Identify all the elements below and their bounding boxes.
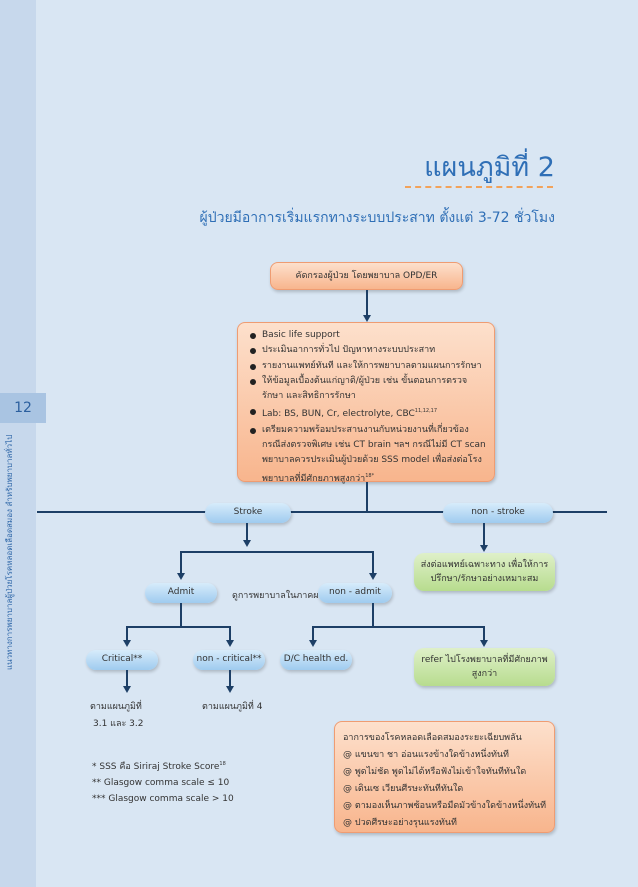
- footnote: * SSS คือ Siriraj Stroke Score18: [92, 761, 226, 772]
- dc-health-box: D/C health ed.: [280, 650, 352, 670]
- footnotes: * SSS คือ Siriraj Stroke Score18 ** Glas…: [92, 756, 234, 807]
- arrow-head: [226, 640, 234, 647]
- connector: [180, 603, 182, 627]
- non-critical-box: non - critical**: [193, 650, 265, 670]
- warning-item: @ พูดไม่ชัด พูดไม่ได้หรือฟังไม่เข้าใจทัน…: [343, 767, 527, 777]
- assessment-box: Basic life support ประเมินอาการทั่วไป ปั…: [237, 322, 495, 484]
- warning-item: @ ตามองเห็นภาพซ้อนหรือมืดมัวข้างใดข้างหน…: [343, 801, 547, 811]
- arrow-head: [123, 686, 131, 693]
- stroke-box: Stroke: [205, 503, 291, 523]
- non-stroke-box: non - stroke: [443, 503, 553, 523]
- connector: [366, 482, 368, 512]
- warning-item: @ แขนขา ชา อ่อนแรงข้างใดข้างหนึ่งทันที: [343, 750, 509, 760]
- connector: [246, 523, 248, 543]
- assessment-item: Lab: BS, BUN, Cr, electrolyte, CBC11,12,…: [248, 404, 486, 422]
- page-number: 12: [0, 393, 46, 423]
- care-note: ดูการพยาบาลในภาคผนวก: [232, 591, 336, 601]
- connector: [37, 511, 607, 513]
- arrow-head: [369, 573, 377, 580]
- connector: [483, 523, 485, 547]
- arrow-head: [243, 540, 251, 547]
- warning-item: @ ปวดศีรษะอย่างรุนแรงทันที: [343, 818, 457, 828]
- chart-4-ref: ตามแผนภูมิที่ 4: [202, 702, 263, 712]
- screening-box: คัดกรองผู้ป่วย โดยพยาบาล OPD/ER: [270, 262, 463, 290]
- footnote: *** Glasgow comma scale > 10: [92, 794, 234, 804]
- connector: [372, 603, 374, 627]
- admit-box: Admit: [145, 583, 217, 603]
- connector: [126, 670, 128, 688]
- screening-text: คัดกรองผู้ป่วย โดยพยาบาล OPD/ER: [295, 271, 438, 281]
- title-underline: [405, 186, 553, 188]
- connector: [366, 290, 368, 318]
- assessment-item: เตรียมความพร้อมประสานงานกับหน่วยงานที่เก…: [248, 423, 486, 487]
- page-side-strip: [0, 0, 36, 887]
- assessment-item: รายงานแพทย์ทันที และให้การพยาบาลตามแผนกา…: [248, 359, 486, 374]
- connector: [229, 626, 231, 642]
- chart-subtitle: ผู้ป่วยมีอาการเริ่มแรกทางระบบประสาท ตั้ง…: [199, 210, 555, 226]
- refer-hospital-box: refer ไปโรงพยาบาลที่มีศักยภาพสูงกว่า: [414, 648, 555, 686]
- connector: [126, 626, 231, 628]
- connector: [312, 626, 485, 628]
- arrow-head: [363, 315, 371, 322]
- warning-signs-box: อาการของโรคหลอดเลือดสมองระยะเฉียบพลัน @ …: [334, 721, 555, 833]
- connector: [180, 551, 182, 576]
- assessment-item: ให้ข้อมูลเบื้องต้นแก่ญาติ/ผู้ป่วย เช่น ข…: [248, 374, 486, 405]
- arrow-head: [309, 640, 317, 647]
- connector: [372, 551, 374, 576]
- connector: [126, 626, 128, 642]
- chart-title: แผนภูมิที่ 2: [424, 152, 555, 183]
- refer-specialist-box: ส่งต่อแพทย์เฉพาะทาง เพื่อให้การปรึกษา/รั…: [414, 553, 555, 591]
- non-admit-box: non - admit: [318, 583, 392, 603]
- connector: [180, 551, 374, 553]
- critical-box: Critical**: [86, 650, 158, 670]
- arrow-head: [480, 640, 488, 647]
- warning-item: @ เดินเซ เวียนศีรษะทันทีทันใด: [343, 784, 464, 794]
- connector: [229, 670, 231, 688]
- arrow-head: [480, 545, 488, 552]
- assessment-item: Basic life support: [248, 328, 486, 343]
- running-header: แนวทางการพยาบาลผู้ป่วยโรคหลอดเลือดสมอง ส…: [5, 434, 14, 670]
- arrow-head: [123, 640, 131, 647]
- assessment-item: ประเมินอาการทั่วไป ปัญหาทางระบบประสาท: [248, 343, 486, 358]
- connector: [483, 626, 485, 642]
- connector: [312, 626, 314, 642]
- warning-title: อาการของโรคหลอดเลือดสมองระยะเฉียบพลัน: [343, 733, 522, 743]
- arrow-head: [226, 686, 234, 693]
- arrow-head: [177, 573, 185, 580]
- chart-31-ref: ตามแผนภูมิที่ 3.1 และ 3.2: [90, 702, 144, 729]
- footnote: ** Glasgow comma scale ≤ 10: [92, 778, 230, 788]
